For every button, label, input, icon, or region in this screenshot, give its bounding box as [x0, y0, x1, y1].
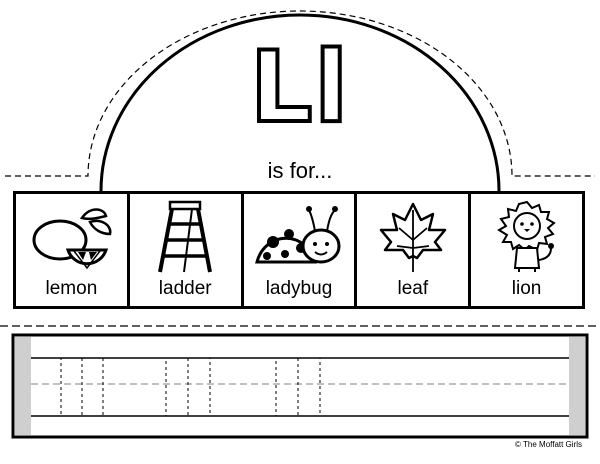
word-lemon: lemon — [45, 278, 98, 299]
word-ladder: ladder — [158, 278, 212, 299]
is-for-subtitle: is for... — [267, 158, 333, 183]
big-letters-ll: Ll — [248, 31, 351, 145]
outer-cut-line — [5, 10, 595, 177]
lion-icon — [496, 200, 556, 272]
word-ladybug: ladybug — [265, 278, 333, 299]
cell-lemon: lemon — [16, 194, 130, 306]
trace-letter-guides — [60, 357, 321, 417]
ladder-icon — [158, 200, 213, 273]
leaf-icon — [379, 202, 447, 272]
word-lion: lion — [511, 278, 542, 299]
writing-box-right-margin — [569, 337, 585, 435]
arch-outline — [99, 13, 501, 192]
ladybug-icon — [255, 206, 341, 264]
word-leaf: leaf — [397, 278, 429, 299]
copyright-text: © The Moffatt Girls — [515, 440, 582, 449]
writing-box-left-margin — [15, 337, 31, 435]
picture-word-strip: lemon ladder ladybug — [13, 191, 585, 309]
writing-box — [11, 333, 589, 439]
cell-lion: lion — [471, 194, 582, 306]
cell-ladybug: ladybug — [244, 194, 358, 306]
cell-ladder: ladder — [130, 194, 244, 306]
lemon-icon — [32, 208, 112, 270]
cell-leaf: leaf — [357, 194, 472, 306]
